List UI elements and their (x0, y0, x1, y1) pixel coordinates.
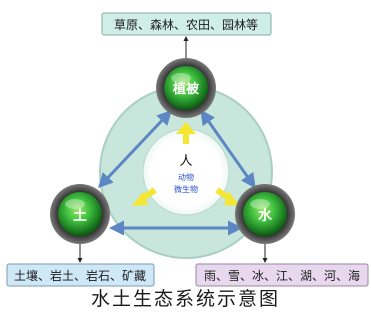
arrow-center-to-soil (132, 187, 157, 206)
bottom-right-box-text: 雨、雪、冰、江、湖、河、海 (204, 268, 360, 283)
node-vegetation-label: 植被 (172, 81, 200, 97)
bottom-left-box: 土壤、岩土、岩石、矿藏 (6, 263, 155, 287)
arrow-vegetation-soil (97, 109, 173, 189)
diagram-caption: 水土生态系统示意图 (90, 288, 280, 310)
arrow-center-to-vegetation (176, 122, 196, 144)
center-human-label: 人 (179, 154, 192, 169)
bottom-left-box-text: 土壤、岩土、岩石、矿藏 (14, 268, 146, 283)
node-soil: 土 (50, 184, 110, 244)
node-soil-label: 土 (73, 207, 87, 224)
top-box-text: 草原、森林、农田、园林等 (114, 17, 258, 32)
arrow-center-to-water (215, 187, 240, 206)
node-water: 水 (235, 184, 295, 244)
top-box: 草原、森林、农田、园林等 (101, 12, 272, 36)
center-animals-label: 动物 (178, 172, 194, 182)
bottom-right-box: 雨、雪、冰、江、湖、河、海 (195, 263, 369, 287)
node-vegetation: 植被 (156, 58, 216, 118)
arrow-vegetation-water (200, 109, 256, 189)
node-water-label: 水 (258, 207, 273, 224)
center-microbes-label: 微生物 (174, 184, 198, 194)
